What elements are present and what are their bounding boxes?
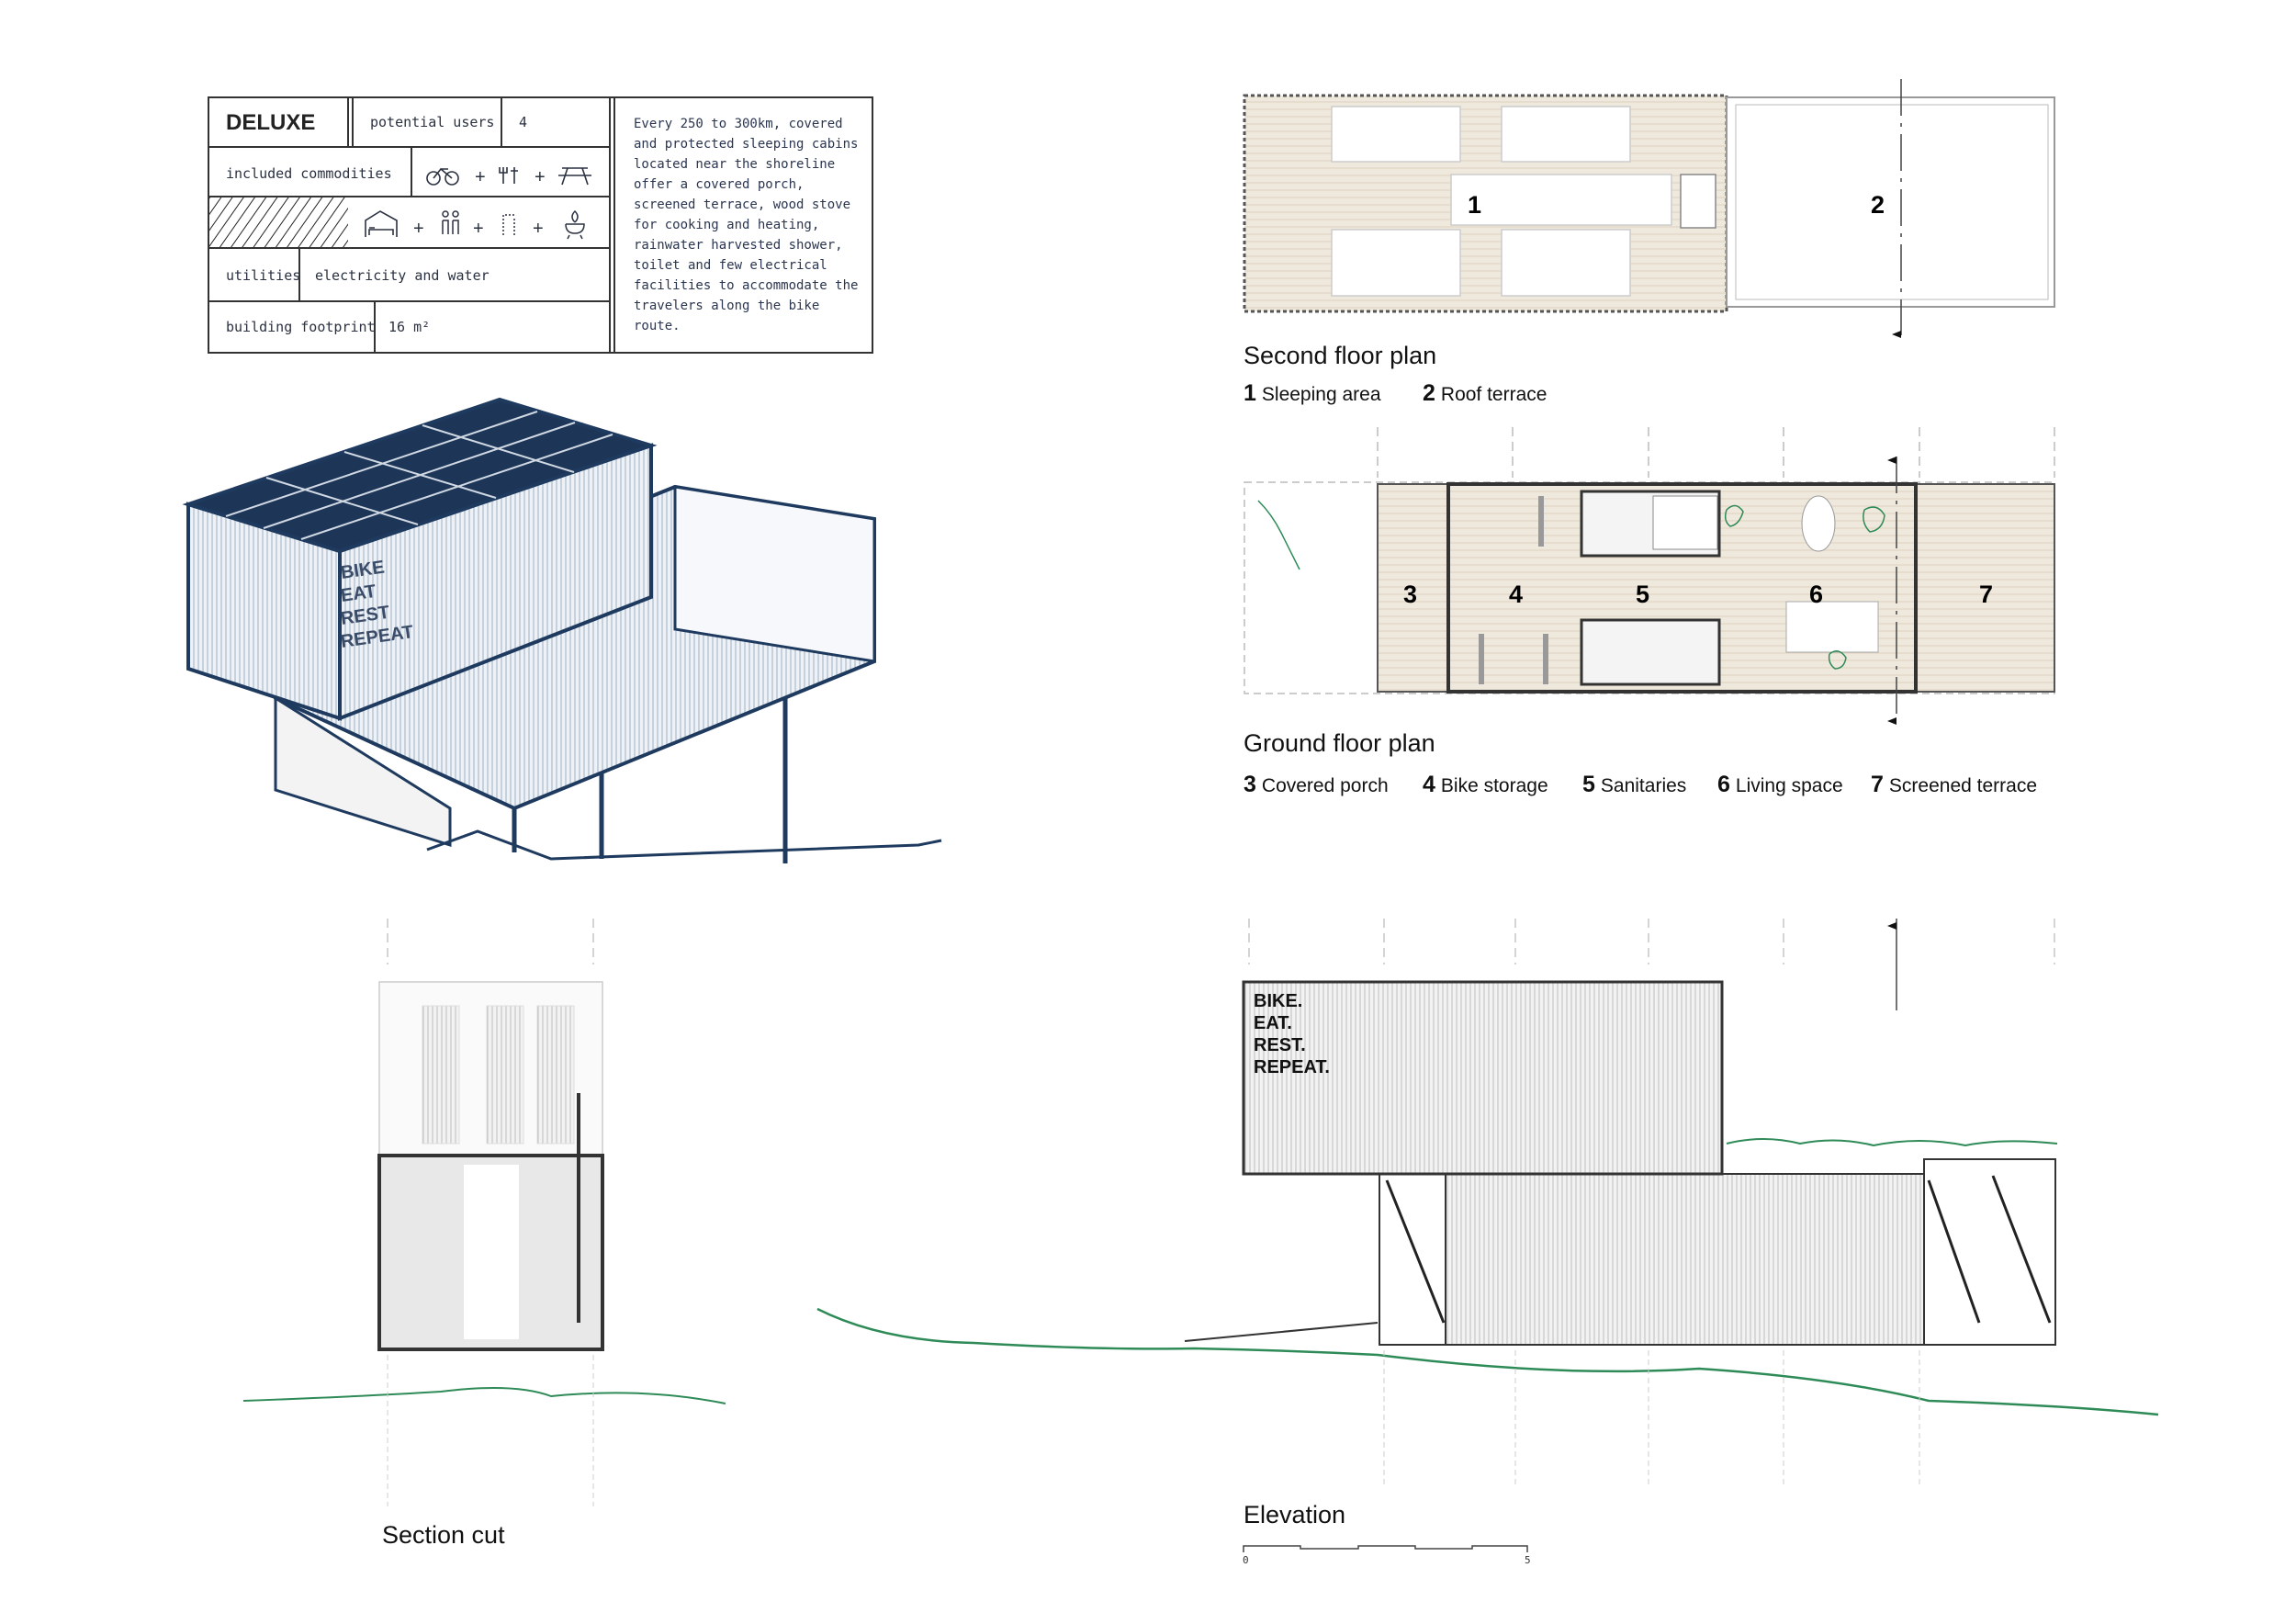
ground-floor-plan bbox=[1244, 427, 2055, 725]
potential-users-value: 4 bbox=[519, 114, 528, 130]
hatched-cell bbox=[209, 197, 348, 247]
plus-sign: + bbox=[535, 167, 546, 187]
potential-users-label: potential users bbox=[370, 114, 495, 130]
room-number: 6 bbox=[1809, 581, 1823, 608]
section-cut-drawing bbox=[242, 919, 726, 1506]
scale-start-label: 0 bbox=[1243, 1554, 1249, 1566]
info-table-grid bbox=[208, 96, 873, 354]
elevation-slogan: BIKE. EAT. REST. REPEAT. bbox=[1254, 990, 1330, 1078]
tools-icon bbox=[499, 167, 518, 184]
footprint-value: 16 m² bbox=[388, 319, 431, 335]
room-number: 4 bbox=[1509, 581, 1523, 608]
slogan-line: REPEAT. bbox=[1254, 1057, 1330, 1077]
utilities-label: utilities bbox=[226, 267, 301, 284]
legend-label: Living space bbox=[1735, 775, 1843, 796]
section-title: Section cut bbox=[382, 1521, 505, 1549]
legend-number: 4 bbox=[1423, 772, 1435, 797]
scale-end-label: 5 bbox=[1525, 1554, 1531, 1566]
legend-label: Covered porch bbox=[1261, 775, 1389, 796]
slogan-line: EAT. bbox=[1254, 1013, 1292, 1033]
elevation-drawing bbox=[816, 919, 2159, 1488]
legend-number: 3 bbox=[1244, 772, 1256, 797]
legend-label: Screened terrace bbox=[1888, 775, 2037, 796]
room-number: 5 bbox=[1636, 581, 1649, 608]
legend-number: 6 bbox=[1717, 772, 1730, 797]
legend-label: Sanitaries bbox=[1600, 775, 1687, 796]
plus-sign: + bbox=[413, 219, 424, 239]
legend-label: Roof terrace bbox=[1440, 384, 1548, 405]
elevation-title: Elevation bbox=[1244, 1501, 1346, 1528]
shelter-bed-icon bbox=[365, 210, 398, 237]
plus-sign: + bbox=[533, 219, 544, 239]
package-title: DELUXE bbox=[226, 110, 316, 135]
legend-number: 1 bbox=[1244, 380, 1256, 406]
legend-number: 5 bbox=[1582, 772, 1595, 797]
description-paragraph: Every 250 to 300km, covered and protecte… bbox=[634, 117, 859, 333]
bicycle-icon bbox=[426, 167, 459, 186]
axonometric-slogan-line: EAT bbox=[340, 581, 377, 606]
room-number: 2 bbox=[1871, 191, 1885, 219]
legend-number: 2 bbox=[1423, 380, 1435, 406]
shower-icon bbox=[502, 214, 515, 235]
plus-sign: + bbox=[473, 219, 484, 239]
slogan-line: REST. bbox=[1254, 1035, 1306, 1055]
second-floor-title: Second floor plan bbox=[1244, 342, 1437, 369]
room-number: 7 bbox=[1979, 581, 1993, 608]
room-number: 3 bbox=[1403, 581, 1417, 608]
fire-pit-icon bbox=[565, 209, 585, 240]
legend-label: Sleeping area bbox=[1261, 384, 1381, 405]
ground-floor-title: Ground floor plan bbox=[1244, 729, 1435, 757]
axonometric-view bbox=[182, 397, 942, 863]
footprint-label: building footprint bbox=[226, 319, 376, 335]
legend-number: 7 bbox=[1871, 772, 1884, 797]
utilities-value: electricity and water bbox=[315, 267, 490, 284]
second-floor-plan bbox=[1243, 79, 2055, 338]
room-number: 1 bbox=[1468, 191, 1481, 219]
commodities-label: included commodities bbox=[226, 165, 392, 182]
plus-sign: + bbox=[475, 167, 486, 187]
people-icon bbox=[442, 210, 459, 234]
scale-bar bbox=[1243, 1545, 1528, 1552]
legend-label: Bike storage bbox=[1440, 775, 1548, 796]
picnic-table-icon bbox=[558, 167, 591, 186]
slogan-line: BIKE. bbox=[1254, 991, 1303, 1011]
